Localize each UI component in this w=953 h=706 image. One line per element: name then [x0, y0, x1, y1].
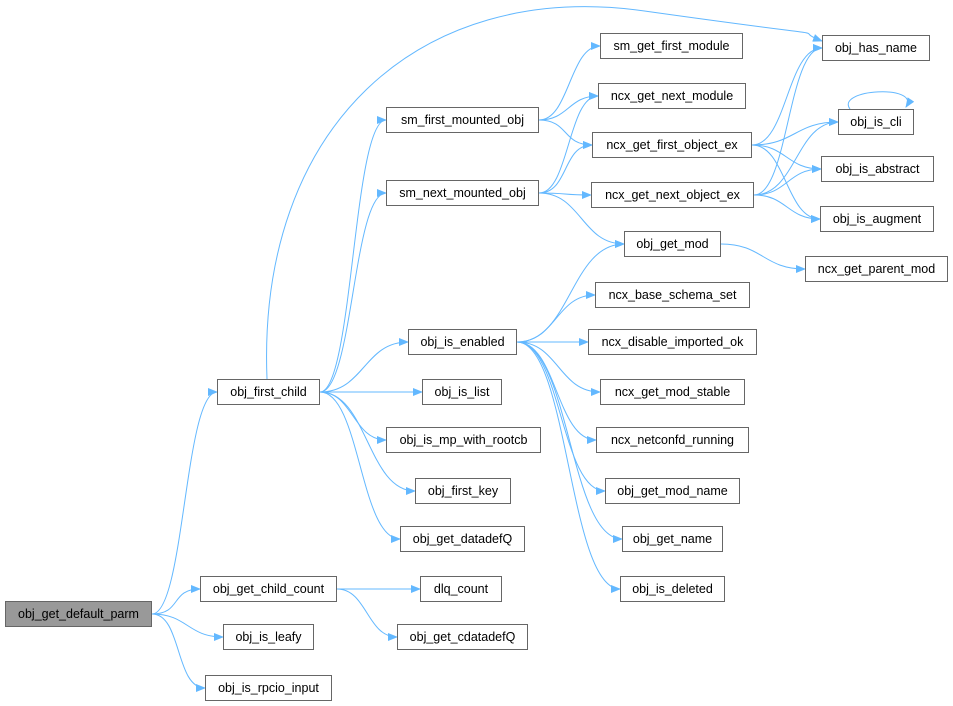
node-obj-get-mod[interactable]: obj_get_mod: [624, 231, 721, 257]
node-ncx-base-schema-set[interactable]: ncx_base_schema_set: [595, 282, 750, 308]
node-obj-get-cdatadefQ[interactable]: obj_get_cdatadefQ: [397, 624, 528, 650]
node-obj-get-default-parm[interactable]: obj_get_default_parm: [5, 601, 152, 627]
edge-obj-first-child-to-obj-is-mp-with-rootcb: [319, 391, 387, 444]
edge-ncx-get-next-object-ex-to-obj-is-cli: [753, 118, 839, 196]
node-dlq-count[interactable]: dlq_count: [420, 576, 502, 602]
node-label: dlq_count: [433, 582, 489, 596]
edge-obj-is-enabled-to-ncx-netconfd-running: [516, 341, 597, 444]
node-obj-is-mp-with-rootcb[interactable]: obj_is_mp_with_rootcb: [386, 427, 541, 453]
edge-obj-is-enabled-to-obj-is-deleted: [516, 341, 621, 593]
edge-obj-is-enabled-to-ncx-get-mod-stable: [516, 341, 601, 396]
edge-sm-next-mounted-obj-to-ncx-get-next-module: [538, 92, 599, 194]
edge-obj-first-child-to-obj-is-enabled: [319, 338, 409, 393]
node-obj-is-list[interactable]: obj_is_list: [422, 379, 502, 405]
node-label: sm_get_first_module: [613, 39, 730, 53]
edge-obj-is-enabled-to-obj-get-name: [516, 341, 623, 543]
edge-obj-get-default-parm-to-obj-first-child: [151, 388, 218, 615]
edge-ncx-get-first-object-ex-to-obj-has-name: [751, 44, 823, 146]
node-sm-next-mounted-obj[interactable]: sm_next_mounted_obj: [386, 180, 539, 206]
node-ncx-netconfd-running[interactable]: ncx_netconfd_running: [596, 427, 749, 453]
node-label: ncx_get_parent_mod: [817, 262, 936, 276]
node-label: obj_get_name: [632, 532, 713, 546]
node-label: obj_is_mp_with_rootcb: [399, 433, 528, 447]
node-ncx-get-first-object-ex[interactable]: ncx_get_first_object_ex: [592, 132, 752, 158]
edge-ncx-get-next-object-ex-to-obj-has-name: [753, 44, 823, 196]
edge-obj-first-child-to-sm-first-mounted-obj: [319, 116, 387, 393]
node-label: obj_get_cdatadefQ: [409, 630, 516, 644]
node-label: ncx_disable_imported_ok: [601, 335, 744, 349]
node-label: obj_has_name: [834, 41, 917, 55]
edge-ncx-get-first-object-ex-to-obj-is-cli: [751, 118, 839, 146]
node-label: ncx_get_first_object_ex: [606, 138, 738, 152]
edge-obj-get-default-parm-to-obj-is-rpcio-input: [151, 613, 206, 692]
edge-obj-first-child-to-obj-first-key: [319, 391, 416, 495]
node-obj-first-child[interactable]: obj_first_child: [217, 379, 320, 405]
edge-ncx-get-first-object-ex-to-obj-is-abstract: [751, 144, 822, 173]
edge-obj-get-mod-to-ncx-get-parent-mod: [720, 243, 806, 273]
node-label: obj_first_key: [427, 484, 499, 498]
edge-obj-is-cli-to-obj-is-cli: [847, 91, 915, 110]
node-obj-is-augment[interactable]: obj_is_augment: [820, 206, 934, 232]
node-label: obj_is_list: [434, 385, 490, 399]
node-obj-get-name[interactable]: obj_get_name: [622, 526, 723, 552]
node-label: obj_is_abstract: [835, 162, 920, 176]
node-sm-get-first-module[interactable]: sm_get_first_module: [600, 33, 743, 59]
node-label: sm_first_mounted_obj: [401, 113, 524, 127]
node-label: obj_get_mod: [636, 237, 709, 251]
edge-sm-first-mounted-obj-to-ncx-get-first-object-ex: [538, 119, 593, 149]
node-obj-is-abstract[interactable]: obj_is_abstract: [821, 156, 934, 182]
node-obj-is-leafy[interactable]: obj_is_leafy: [223, 624, 314, 650]
node-label: obj_is_leafy: [235, 630, 302, 644]
node-label: obj_get_child_count: [212, 582, 325, 596]
edge-sm-next-mounted-obj-to-obj-get-mod: [538, 192, 625, 248]
node-label: obj_get_datadefQ: [412, 532, 513, 546]
node-obj-get-mod-name[interactable]: obj_get_mod_name: [605, 478, 740, 504]
node-obj-is-rpcio-input[interactable]: obj_is_rpcio_input: [205, 675, 332, 701]
node-ncx-get-next-module[interactable]: ncx_get_next_module: [598, 83, 746, 109]
edge-obj-get-default-parm-to-obj-is-leafy: [151, 613, 224, 641]
edge-obj-is-enabled-to-obj-get-mod-name: [516, 341, 606, 495]
edge-obj-first-child-to-obj-get-datadefQ: [319, 391, 401, 543]
node-ncx-get-parent-mod[interactable]: ncx_get_parent_mod: [805, 256, 948, 282]
node-label: obj_get_default_parm: [18, 607, 139, 621]
node-ncx-disable-imported-ok[interactable]: ncx_disable_imported_ok: [588, 329, 757, 355]
node-obj-is-cli[interactable]: obj_is_cli: [838, 109, 914, 135]
node-label: obj_is_augment: [832, 212, 922, 226]
node-obj-is-deleted[interactable]: obj_is_deleted: [620, 576, 725, 602]
node-label: ncx_get_mod_stable: [614, 385, 731, 399]
node-obj-is-enabled[interactable]: obj_is_enabled: [408, 329, 517, 355]
node-label: sm_next_mounted_obj: [399, 186, 526, 200]
edge-sm-first-mounted-obj-to-sm-get-first-module: [538, 42, 601, 121]
node-label: obj_is_cli: [850, 115, 902, 129]
edge-obj-get-child-count-to-obj-get-cdatadefQ: [336, 588, 398, 641]
node-sm-first-mounted-obj[interactable]: sm_first_mounted_obj: [386, 107, 539, 133]
node-obj-get-child-count[interactable]: obj_get_child_count: [200, 576, 337, 602]
node-label: obj_is_deleted: [632, 582, 713, 596]
node-label: obj_first_child: [230, 385, 307, 399]
edge-obj-first-child-to-sm-next-mounted-obj: [319, 189, 387, 393]
node-label: obj_get_mod_name: [617, 484, 728, 498]
node-label: ncx_get_next_object_ex: [605, 188, 740, 202]
edge-obj-first-child-to-obj-has-name: [266, 6, 823, 380]
node-obj-has-name[interactable]: obj_has_name: [822, 35, 930, 61]
edge-sm-next-mounted-obj-to-ncx-get-first-object-ex: [538, 141, 593, 194]
node-label: obj_is_rpcio_input: [218, 681, 319, 695]
node-obj-get-datadefQ[interactable]: obj_get_datadefQ: [400, 526, 525, 552]
edge-obj-get-default-parm-to-obj-get-child-count: [151, 585, 201, 615]
edge-ncx-get-next-object-ex-to-obj-is-abstract: [753, 165, 822, 196]
node-label: ncx_netconfd_running: [610, 433, 734, 447]
edge-obj-is-enabled-to-ncx-base-schema-set: [516, 291, 596, 343]
node-label: ncx_base_schema_set: [608, 288, 737, 302]
node-label: ncx_get_next_module: [610, 89, 734, 103]
node-label: obj_is_enabled: [420, 335, 505, 349]
node-ncx-get-next-object-ex[interactable]: ncx_get_next_object_ex: [591, 182, 754, 208]
edge-ncx-get-next-object-ex-to-obj-is-augment: [753, 194, 821, 223]
node-ncx-get-mod-stable[interactable]: ncx_get_mod_stable: [600, 379, 745, 405]
node-obj-first-key[interactable]: obj_first_key: [415, 478, 511, 504]
edge-ncx-get-first-object-ex-to-obj-is-augment: [751, 144, 821, 223]
